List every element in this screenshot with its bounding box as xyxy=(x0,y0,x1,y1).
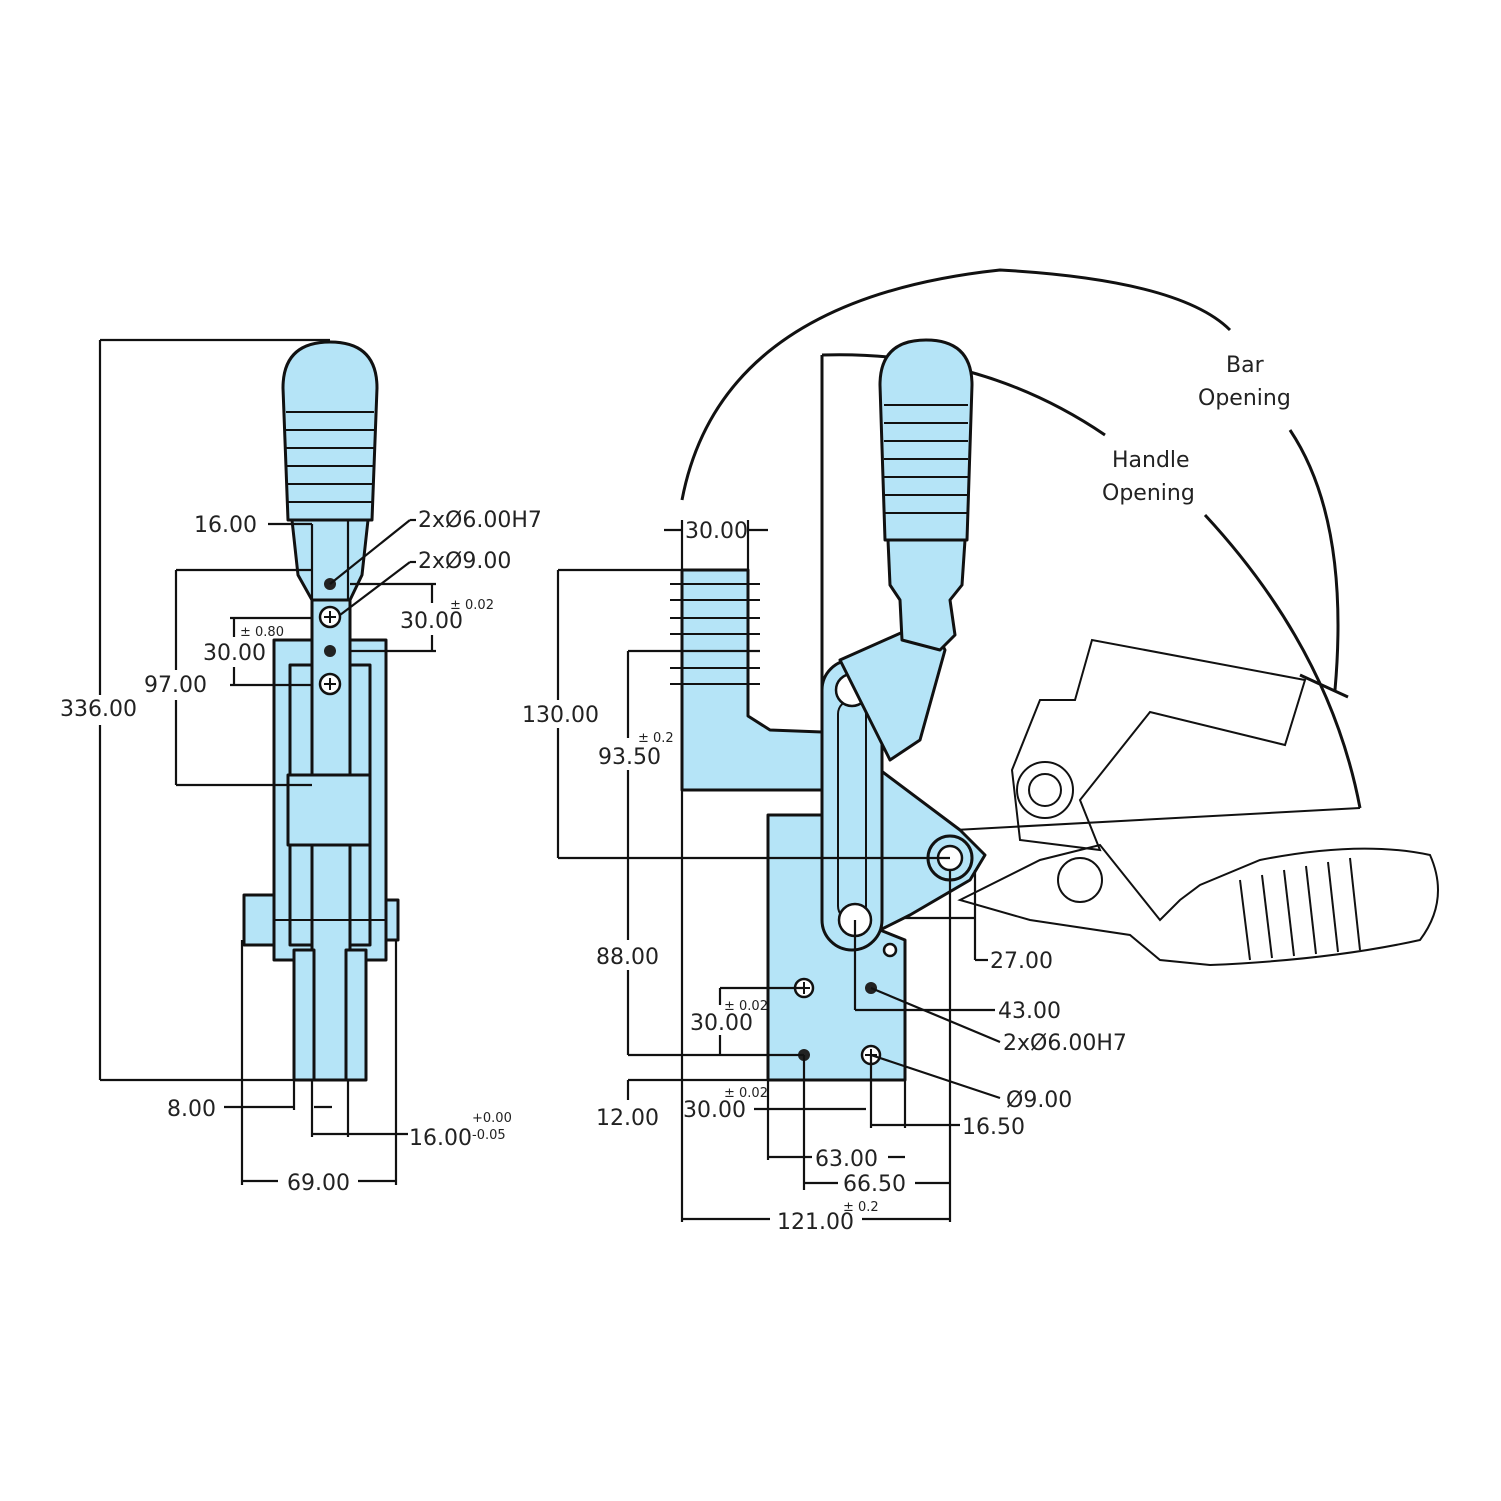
front-dim-336: 336.00 xyxy=(60,697,137,722)
handle-opening-arc-2 xyxy=(1203,513,1362,809)
side-dim-12: 12.00 xyxy=(596,1106,659,1131)
side-view: Bar Opening Handle Opening 30.00 130.00 … xyxy=(522,268,1439,1235)
front-callout-hole: 2xØ9.00 xyxy=(418,549,511,574)
phantom-handle xyxy=(957,843,1439,967)
handle-opening-label-2: Opening xyxy=(1102,481,1195,506)
bar-opening-label-2: Opening xyxy=(1198,386,1291,411)
front-pin-hole-2 xyxy=(324,645,336,657)
side-dim-27: 27.00 xyxy=(990,949,1053,974)
front-dim-97: 97.00 xyxy=(144,673,207,698)
side-dimension-lines xyxy=(556,520,1001,1222)
front-bolt-head xyxy=(384,898,400,942)
side-dim-88: 88.00 xyxy=(596,945,659,970)
front-dim-30-left: 30.00 xyxy=(203,641,266,666)
bar-opening-label-1: Bar xyxy=(1226,353,1265,378)
front-pivot-block xyxy=(286,773,372,847)
phantom-pivot xyxy=(1016,761,1074,819)
side-tol-02b: ± 0.2 xyxy=(843,1200,879,1215)
side-dim-30-base: 30.00 xyxy=(690,1011,753,1036)
side-texts: Bar Opening Handle Opening 30.00 130.00 … xyxy=(522,353,1291,1235)
front-dim-30-right: 30.00 xyxy=(400,609,463,634)
side-dim-30-top: 30.00 xyxy=(685,519,748,544)
clamp-bar-grooves xyxy=(670,583,760,685)
side-dim-43: 43.00 xyxy=(998,999,1061,1024)
front-dim-8: 8.00 xyxy=(167,1097,216,1122)
bar-opening-arc-2 xyxy=(1288,429,1340,691)
front-tol-minus: -0.05 xyxy=(472,1128,506,1143)
side-dim-1650: 16.50 xyxy=(962,1115,1025,1140)
front-bolt-nut xyxy=(242,893,276,947)
front-dimension-texts: 16.00 2xØ6.00H7 2xØ9.00 ± 0.02 30.00 ± 0… xyxy=(60,508,542,1196)
side-tol-002: ± 0.02 xyxy=(724,999,768,1014)
bar-opening-arc xyxy=(680,268,1232,501)
front-tol-080: ± 0.80 xyxy=(240,625,284,640)
front-dim-69: 69.00 xyxy=(287,1171,350,1196)
side-dim-30-bottom: 30.00 xyxy=(683,1098,746,1123)
side-callout-hole: Ø9.00 xyxy=(1006,1088,1072,1113)
side-handle-neck xyxy=(886,538,967,652)
front-callout-pin: 2xØ6.00H7 xyxy=(418,508,542,533)
side-dim-9350: 93.50 xyxy=(598,745,661,770)
front-view: 16.00 2xØ6.00H7 2xØ9.00 ± 0.02 30.00 ± 0… xyxy=(60,338,542,1196)
phantom-open-arm xyxy=(1010,638,1307,852)
side-tol-002b: ± 0.02 xyxy=(724,1086,768,1101)
side-tol-02: ± 0.2 xyxy=(638,731,674,746)
side-callout-pin: 2xØ6.00H7 xyxy=(1003,1031,1127,1056)
side-dim-63: 63.00 xyxy=(815,1147,878,1172)
side-dim-130: 130.00 xyxy=(522,703,599,728)
front-tol-plus: +0.00 xyxy=(472,1111,512,1126)
side-handle-grip-rings xyxy=(884,404,968,514)
front-tol-002: ± 0.02 xyxy=(450,598,494,613)
handle-opening-label-1: Handle xyxy=(1112,448,1190,473)
side-dim-6650: 66.50 xyxy=(843,1172,906,1197)
front-leg-left xyxy=(292,948,316,1082)
front-dim-16-bottom: 16.00 xyxy=(409,1126,472,1151)
side-dim-121: 121.00 xyxy=(777,1210,854,1235)
front-leg-right xyxy=(344,948,368,1082)
front-dimension-lines xyxy=(98,338,436,1185)
clamp-bar xyxy=(680,568,824,792)
front-handle-grip-rings xyxy=(286,411,374,503)
front-dim-16: 16.00 xyxy=(194,513,257,538)
